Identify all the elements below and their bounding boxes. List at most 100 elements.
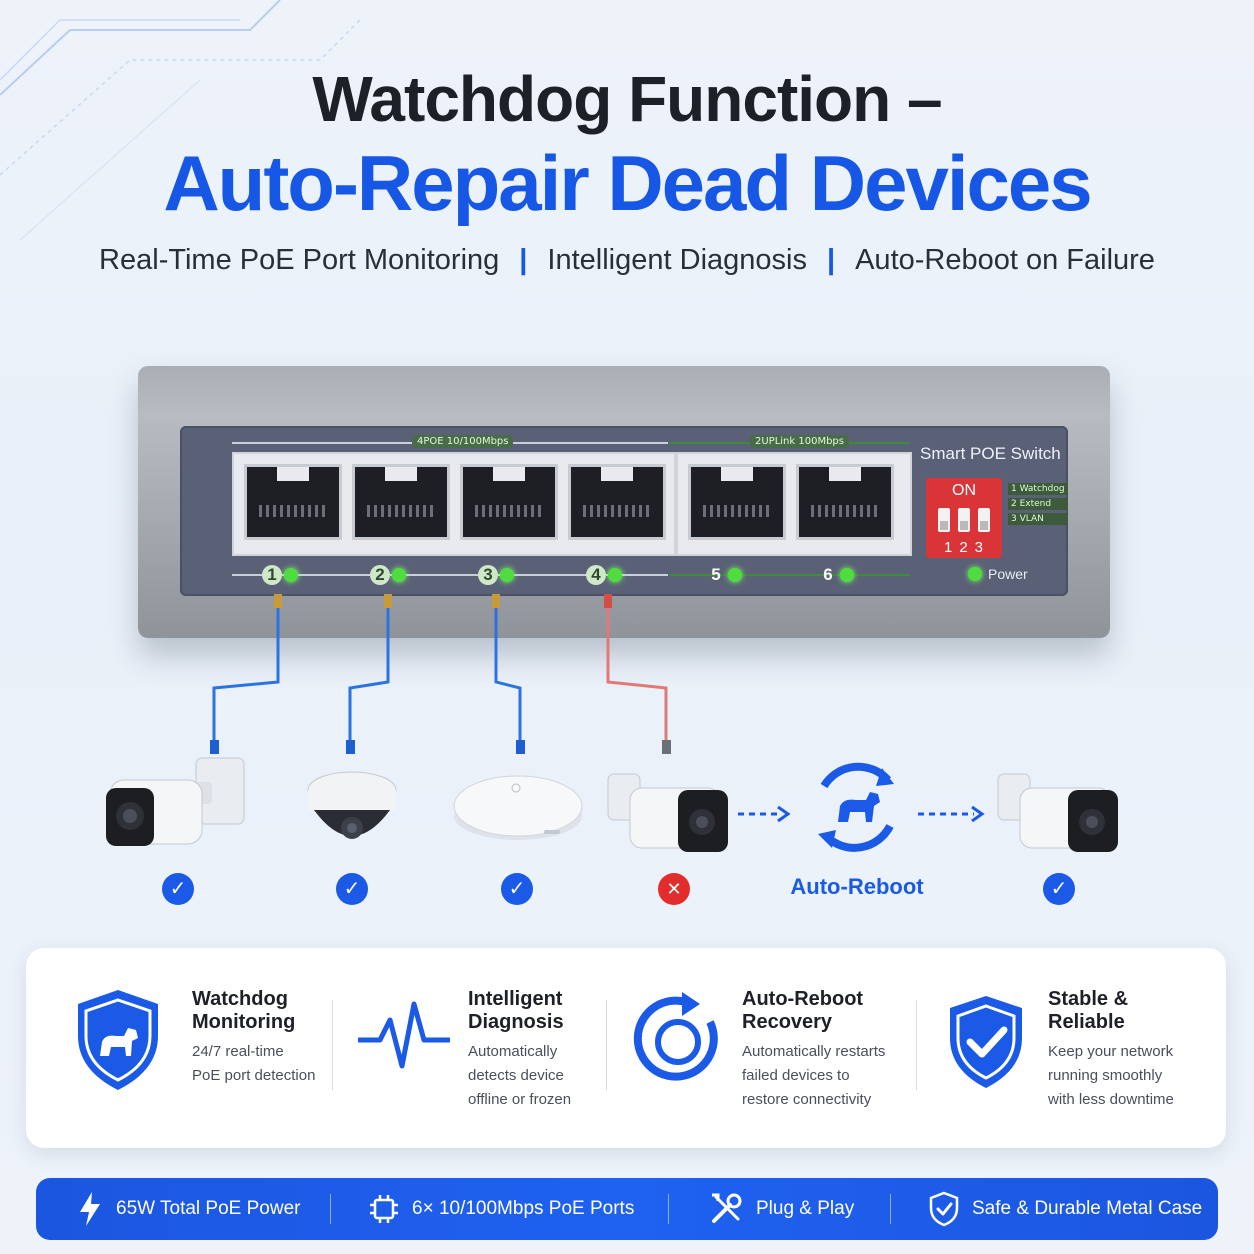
- cable-2: [348, 602, 390, 742]
- shield-check-icon: [950, 996, 1022, 1088]
- port-led-6: 6: [818, 564, 858, 586]
- ethernet-port-2[interactable]: [352, 464, 450, 540]
- power-label: Power: [988, 566, 1028, 582]
- spec-item-power: 65W Total PoE Power: [76, 1178, 300, 1240]
- switch-brand-label: Smart POE Switch: [920, 444, 1061, 463]
- arrow-right-icon: [918, 805, 985, 823]
- headline-line-2: Auto-Repair Dead Devices: [163, 139, 1092, 227]
- port-led-4: 4: [586, 564, 626, 586]
- network-cables: [210, 594, 671, 754]
- port-number: 6: [823, 565, 833, 584]
- divider: [606, 1000, 607, 1090]
- status-ok-icon: ✓: [162, 873, 194, 905]
- power-indicator: Power: [968, 566, 1028, 582]
- dip-switch[interactable]: ON 123: [926, 478, 1002, 558]
- poe-switch: 4POE 10/100Mbps 2UPLink 100Mbps 1 2 3 4 …: [138, 366, 1110, 638]
- dip-toggle-1[interactable]: [938, 508, 950, 532]
- poe-group-label: 4POE 10/100Mbps: [412, 435, 514, 448]
- feature-title: Stable &Reliable: [1048, 988, 1129, 1033]
- ethernet-port-3[interactable]: [460, 464, 558, 540]
- switch-front-panel: 4POE 10/100Mbps 2UPLink 100Mbps 1 2 3 4 …: [180, 426, 1068, 596]
- port-number: 5: [711, 565, 721, 584]
- port-number: 3: [478, 565, 498, 585]
- uplink-group-label: 2UPLink 100Mbps: [750, 435, 849, 448]
- spec-label: Safe & Durable Metal Case: [972, 1198, 1203, 1219]
- dome-camera-icon: [307, 771, 397, 839]
- port-led-3: 3: [478, 564, 518, 586]
- lightning-icon: [80, 1192, 100, 1226]
- led-indicator: [728, 568, 742, 582]
- shield-check-icon: [929, 1191, 959, 1227]
- ethernet-port-4[interactable]: [568, 464, 666, 540]
- led-line: [232, 574, 668, 576]
- dip-on-label: ON: [952, 482, 976, 499]
- port-led-1: 1: [262, 564, 302, 586]
- spec-label: 65W Total PoE Power: [116, 1198, 301, 1219]
- led-indicator: [284, 568, 298, 582]
- spec-item-metal-case: Safe & Durable Metal Case: [928, 1178, 1202, 1240]
- status-ok-icon: ✓: [1043, 873, 1075, 905]
- dip-legend: 1 Watchdog 2 Extend 3 VLAN: [1008, 483, 1068, 525]
- auto-reboot-label: Auto-Reboot: [790, 874, 924, 899]
- divider: [916, 1000, 917, 1090]
- dip-numbers: 123: [943, 539, 991, 556]
- reboot-dog-icon: [818, 762, 894, 852]
- dip-toggle-2[interactable]: [958, 508, 970, 532]
- led-indicator: [840, 568, 854, 582]
- cable-1: [212, 602, 280, 742]
- port-number: 4: [586, 565, 606, 585]
- port-number: 2: [370, 565, 390, 585]
- cable-3: [494, 602, 522, 742]
- divider: [890, 1194, 891, 1224]
- ethernet-port-5[interactable]: [688, 464, 786, 540]
- cable-4: [606, 602, 668, 742]
- headline-line-1: Watchdog Function –: [312, 63, 942, 135]
- status-ok-icon: ✓: [336, 873, 368, 905]
- status-fail-icon: ✕: [658, 873, 690, 905]
- dip-legend-item: 1 Watchdog: [1008, 483, 1068, 495]
- shield-dog-icon: [78, 990, 158, 1090]
- subtitle-separator: |: [519, 244, 528, 276]
- arrow-right-icon: [738, 805, 791, 823]
- dip-legend-item: 3 VLAN: [1008, 513, 1068, 525]
- power-led: [968, 567, 982, 581]
- spec-bar: 65W Total PoE Power 6× 10/100Mbps PoE Po…: [36, 1178, 1218, 1240]
- heartbeat-icon: [358, 1001, 450, 1069]
- spec-label: 6× 10/100Mbps PoE Ports: [412, 1198, 635, 1219]
- tools-icon: [712, 1193, 742, 1223]
- port-led-5: 5: [706, 564, 746, 586]
- refresh-icon: [633, 992, 718, 1081]
- subtitle-item: Real-Time PoE Port Monitoring: [99, 244, 500, 276]
- subtitle-separator: |: [826, 244, 836, 276]
- restored-camera-icon: [997, 773, 1118, 852]
- subtitle-item: Auto-Reboot on Failure: [855, 244, 1155, 276]
- led-line-uplink: [670, 574, 910, 576]
- ethernet-port-1[interactable]: [244, 464, 342, 540]
- port-number: 1: [262, 565, 282, 585]
- divider: [330, 1194, 331, 1224]
- led-indicator: [392, 568, 406, 582]
- chip-icon: [370, 1195, 398, 1223]
- led-indicator: [608, 568, 622, 582]
- access-point-icon: [453, 775, 583, 840]
- port-led-2: 2: [370, 564, 410, 586]
- poe-port-bank: [232, 452, 676, 556]
- spec-item-ports: 6× 10/100Mbps PoE Ports: [368, 1178, 634, 1240]
- dip-toggle-3[interactable]: [978, 508, 990, 532]
- divider: [668, 1194, 669, 1224]
- dip-legend-item: 2 Extend: [1008, 498, 1068, 510]
- ethernet-port-6[interactable]: [796, 464, 894, 540]
- subtitle: Real-Time PoE Port Monitoring|Intelligen…: [0, 244, 1254, 277]
- bullet-camera-icon: [106, 757, 245, 846]
